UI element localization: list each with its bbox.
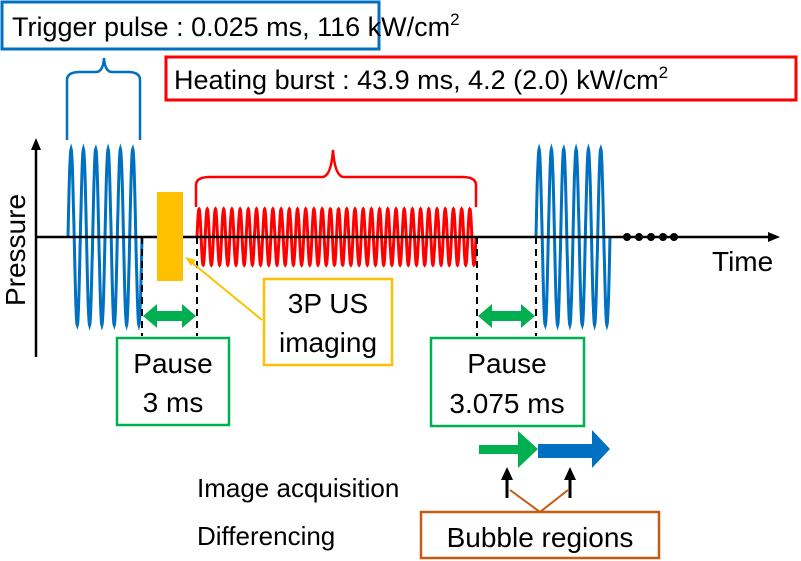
- svg-text:3P US: 3P US: [288, 288, 368, 319]
- pause1-box: Pause 3 ms: [115, 336, 231, 427]
- svg-text:Pause: Pause: [133, 348, 212, 379]
- imaging-pointer-head: [185, 257, 196, 266]
- continuation-dots: [623, 233, 678, 241]
- svg-text:3 ms: 3 ms: [143, 387, 204, 418]
- differencing-arrow: [538, 430, 610, 468]
- imaging-pointer: [189, 260, 263, 321]
- svg-text:Heating burst : 43.9 ms, 4.2 (: Heating burst : 43.9 ms, 4.2 (2.0) kW/cm…: [174, 63, 668, 95]
- imaging-box: 3P US imaging: [262, 277, 394, 367]
- pause1-double-arrow: [143, 304, 196, 328]
- time-axis-arrow: [768, 232, 780, 242]
- svg-text:Pause: Pause: [467, 348, 546, 379]
- y-axis-label: Pressure: [0, 194, 31, 306]
- imaging-block: [157, 192, 183, 281]
- svg-text:Trigger pulse : 0.025 ms, 116: Trigger pulse : 0.025 ms, 116 kW/cm2: [12, 10, 460, 42]
- image-acquisition-label: Image acquisition: [197, 473, 399, 503]
- pause-markers: [141, 237, 537, 336]
- differencing-label: Differencing: [197, 521, 335, 551]
- pause2-box: Pause 3.075 ms: [429, 336, 586, 428]
- bubble-pointer-arrows: [501, 467, 576, 514]
- svg-text:imaging: imaging: [279, 327, 377, 358]
- heating-brace: [194, 149, 478, 207]
- svg-text:Bubble regions: Bubble regions: [447, 522, 634, 553]
- heating-burst-label: Heating burst : 43.9 ms, 4.2 (2.0) kW/cm…: [164, 55, 798, 102]
- pressure-axis-arrow: [31, 138, 41, 150]
- pause2-double-arrow: [478, 304, 535, 328]
- bubble-regions-box: Bubble regions: [419, 510, 661, 560]
- x-axis-label: Time: [712, 246, 773, 277]
- trigger-pulse-label: Trigger pulse : 0.025 ms, 116 kW/cm2: [0, 0, 460, 51]
- svg-text:3.075 ms: 3.075 ms: [449, 388, 564, 419]
- trigger-brace: [65, 57, 142, 140]
- image-acquisition-arrow: [479, 431, 538, 468]
